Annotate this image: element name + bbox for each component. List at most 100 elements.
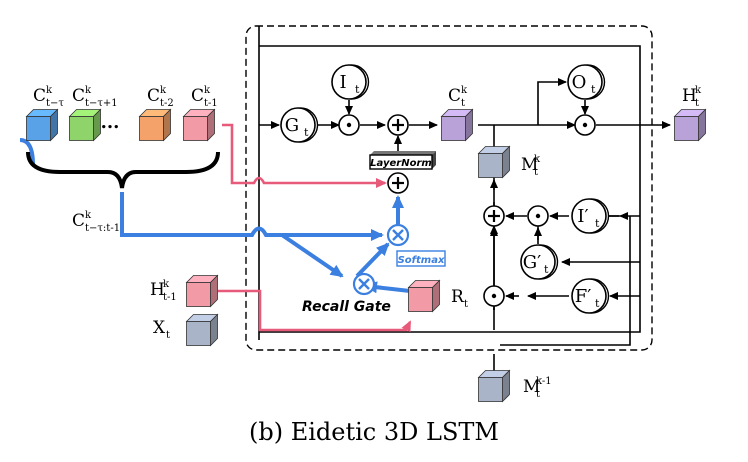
label-x-t-main: X <box>153 318 166 338</box>
cell-boundary <box>245 25 653 351</box>
cube-c-second <box>68 108 102 142</box>
cube-h-out <box>673 108 707 142</box>
operator-group <box>338 114 596 307</box>
label-m-out-main: M <box>521 155 538 175</box>
label-c-third-sup: k <box>160 85 167 96</box>
label-h-prev-main: H <box>150 280 165 300</box>
op-dot-f <box>483 285 505 307</box>
gate-o-label: O <box>572 72 587 93</box>
layernorm-label: LayerNorm <box>370 158 432 169</box>
op-dot-ig <box>527 205 549 227</box>
gate-g-sub: t <box>304 126 309 139</box>
cube-m-out <box>477 145 511 179</box>
label-m-out: Mkt <box>521 154 541 178</box>
gate-i-prime-sub: t <box>595 217 600 230</box>
gate-f-prime: F′t <box>571 278 610 314</box>
gate-g-prime-label: G′ <box>523 252 541 273</box>
gate-f-prime-label: F′ <box>575 286 592 307</box>
label-c-out-sup: k <box>461 85 468 96</box>
op-plus-ln <box>387 172 409 194</box>
label-c-fourth-sub: t-1 <box>204 98 218 109</box>
label-c-out-main: C <box>448 86 461 106</box>
layernorm-box: LayerNorm <box>369 151 436 170</box>
label-h-prev-sup: k <box>163 279 170 290</box>
gate-i-sub: t <box>355 83 360 96</box>
label-c-second-sup: k <box>85 85 92 96</box>
op-dot-o <box>574 114 596 136</box>
label-c-range-sup: k <box>85 210 92 221</box>
input-brace <box>26 151 220 189</box>
gate-i-label: I <box>339 72 346 93</box>
op-times-top <box>386 223 410 247</box>
gate-i-prime: I′ t <box>571 198 610 234</box>
black-wiring <box>258 26 671 372</box>
softmax-box: Softmax <box>396 250 446 267</box>
cube-c-out <box>440 108 474 142</box>
cube-group <box>25 108 707 403</box>
ellipsis-dots: ... <box>101 112 120 133</box>
gate-g-prime: G′t <box>520 244 559 280</box>
pink-wiring <box>218 123 412 333</box>
cube-m-below <box>477 369 511 403</box>
label-m-out-sup: k <box>534 154 541 165</box>
label-c-second-sub: t−τ+1 <box>85 98 118 109</box>
cube-h-prev <box>185 274 219 308</box>
label-x-t-sub: t <box>166 330 170 341</box>
label-c-third-sub: t-2 <box>160 98 174 109</box>
cube-c-first <box>25 108 59 142</box>
recall-gate-label: Recall Gate <box>302 299 391 315</box>
gate-f-prime-sub: t <box>595 297 600 310</box>
label-h-prev-sub: t-1 <box>163 292 177 303</box>
op-plus-c <box>387 114 409 136</box>
gate-g-label: G <box>285 115 299 136</box>
label-c-range-sub: t−τ:t-1 <box>85 223 120 234</box>
label-h-out-main: H <box>682 86 697 106</box>
gate-i-prime-label: I′ <box>577 206 588 227</box>
label-c-second-main: C <box>72 86 85 106</box>
figure-caption: (b) Eidetic 3D LSTM <box>249 418 499 446</box>
cube-c-fourth <box>182 108 216 142</box>
label-c-fourth-main: C <box>191 86 204 106</box>
gate-g-prime-sub: t <box>544 263 549 276</box>
cube-c-third <box>138 108 172 142</box>
label-h-out-sup: k <box>695 85 702 96</box>
label-c-fourth-sup: k <box>204 85 211 96</box>
label-m-below-sub: t <box>536 389 540 400</box>
label-c-first-sub: t−τ <box>46 98 64 109</box>
op-plus-m <box>483 205 505 227</box>
cube-x-t <box>185 313 219 347</box>
label-m-below-main: M <box>523 377 540 397</box>
label-c-range-main: C <box>72 211 85 231</box>
label-h-prev: Hk t-1 <box>150 279 177 303</box>
label-m-out-sub: t <box>534 167 538 178</box>
label-c-first-sup: k <box>46 85 53 96</box>
op-times-bottom <box>352 272 376 296</box>
cube-r-t <box>407 279 441 313</box>
gate-o-sub: t <box>591 83 596 96</box>
label-h-out: Hkt <box>682 85 702 109</box>
label-c-third-main: C <box>147 86 160 106</box>
label-c-first-main: C <box>33 86 46 106</box>
label-h-out-sub: t <box>695 98 699 109</box>
label-m-below: Mk-1 t <box>523 376 552 400</box>
label-r-t-main: R <box>451 287 465 307</box>
label-c-out-sub: t <box>461 98 465 109</box>
label-r-t-sub: t <box>464 299 468 310</box>
label-m-below-sup: k-1 <box>536 376 552 387</box>
op-dot-i <box>338 114 360 136</box>
